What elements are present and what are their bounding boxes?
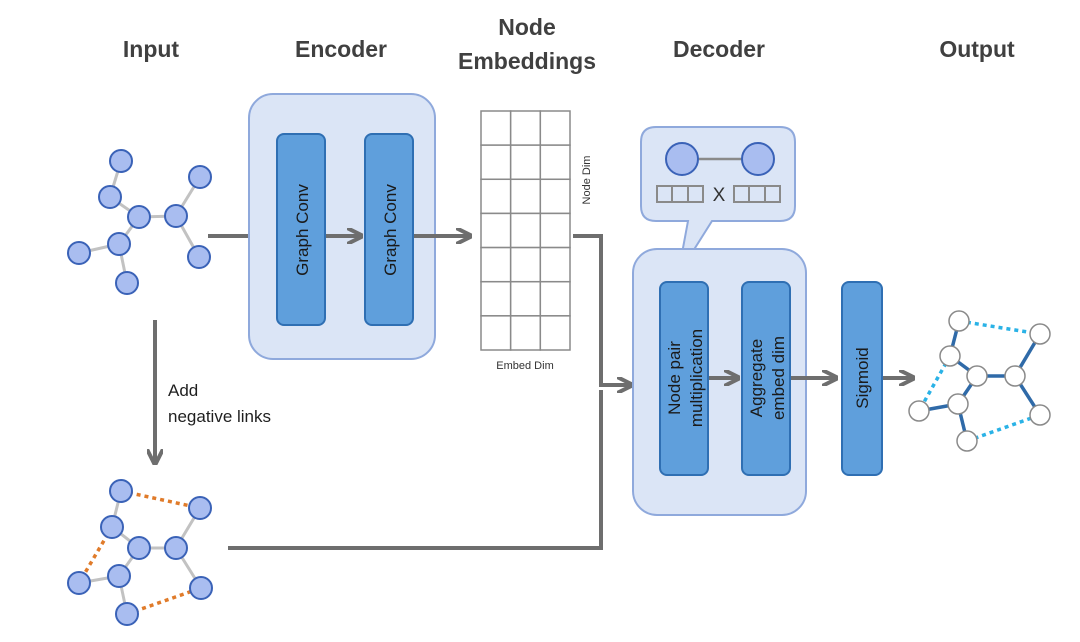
node-pair-multiplication-box bbox=[659, 281, 709, 476]
embedding-cell bbox=[480, 315, 512, 351]
embedding-cell bbox=[539, 212, 571, 249]
embedding-cell bbox=[509, 246, 542, 283]
embedding-cell bbox=[509, 178, 542, 215]
graph-conv-label-1: Graph Conv bbox=[293, 184, 312, 276]
embedding-cell bbox=[509, 315, 542, 351]
callout-multiply-operator: X bbox=[713, 185, 726, 206]
node-pair-label-line2: multiplication bbox=[687, 329, 706, 427]
embedding-cell bbox=[509, 144, 542, 181]
decoder-header: Decoder bbox=[673, 36, 765, 62]
aggregate-embed-dim-box bbox=[741, 281, 791, 476]
node-dim-label: Node Dim bbox=[581, 156, 593, 205]
embedding-cell bbox=[539, 110, 571, 146]
graph-conv-box-1 bbox=[276, 133, 326, 326]
embedding-cell bbox=[480, 212, 512, 249]
embedding-cell bbox=[480, 110, 512, 146]
node-pair-label-line1: Node pair bbox=[665, 341, 684, 415]
node-embeddings-header-line1: Node bbox=[498, 14, 556, 40]
input-header: Input bbox=[123, 36, 180, 62]
callout-node-a bbox=[665, 142, 699, 176]
callout-node-b bbox=[741, 142, 775, 176]
negative-links-label-line1: Add bbox=[168, 381, 198, 400]
embedding-cell bbox=[509, 280, 542, 317]
encoder-header: Encoder bbox=[295, 36, 387, 62]
embedding-cell bbox=[539, 315, 571, 351]
connector-negative-graph-to-decoder bbox=[228, 390, 603, 550]
node-embeddings-header-line2: Embeddings bbox=[458, 48, 596, 74]
embedding-cell bbox=[509, 110, 542, 146]
embedding-cell bbox=[539, 178, 571, 215]
embedding-cell bbox=[480, 178, 512, 215]
sigmoid-box bbox=[841, 281, 883, 476]
aggregate-label-line1: Aggregate bbox=[747, 339, 766, 417]
embedding-matrix bbox=[480, 110, 571, 351]
embed-dim-label: Embed Dim bbox=[496, 360, 553, 372]
negative-graph-nodes bbox=[67, 479, 213, 626]
output-header: Output bbox=[939, 36, 1015, 62]
embedding-cell bbox=[539, 144, 571, 181]
output-graph-nodes bbox=[908, 310, 1051, 452]
aggregate-label-line2: embed dim bbox=[769, 336, 788, 420]
input-graph-nodes bbox=[67, 149, 212, 295]
negative-links-label-line2: negative links bbox=[168, 407, 271, 426]
embedding-cell bbox=[539, 280, 571, 317]
embedding-cell bbox=[480, 280, 512, 317]
callout-vector-b bbox=[733, 185, 781, 203]
sigmoid-label: Sigmoid bbox=[853, 347, 872, 408]
arrow-embeddings-to-decoder bbox=[573, 234, 630, 385]
embedding-cell bbox=[509, 212, 542, 249]
embedding-cell bbox=[480, 144, 512, 181]
embedding-cell bbox=[480, 246, 512, 283]
graph-conv-box-2 bbox=[364, 133, 414, 326]
graph-conv-label-2: Graph Conv bbox=[381, 184, 400, 276]
callout-vector-a bbox=[656, 185, 704, 203]
embedding-cell bbox=[539, 246, 571, 283]
